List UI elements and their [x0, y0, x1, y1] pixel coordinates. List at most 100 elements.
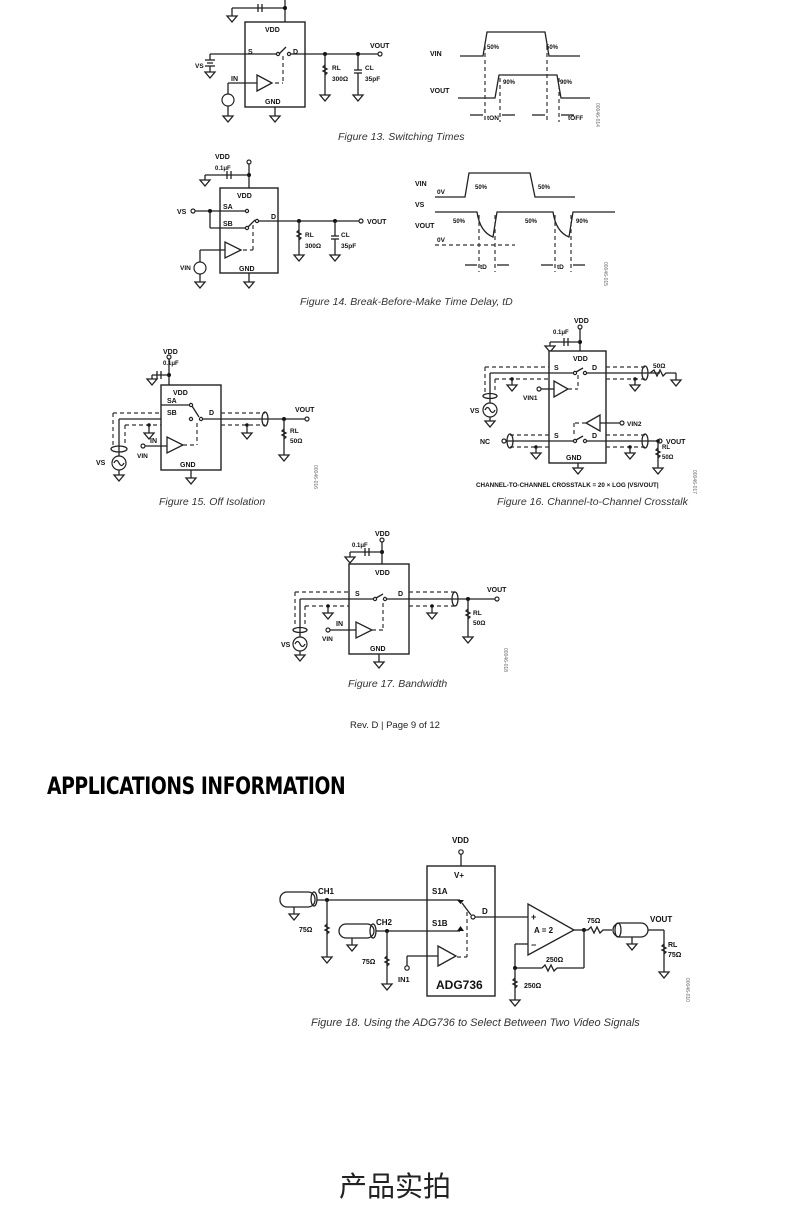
vout-label: VOUT	[650, 915, 672, 924]
rl-value: 50Ω	[290, 438, 302, 445]
pulse-source-icon	[221, 93, 235, 107]
figure-17-id: 00046-018	[502, 648, 508, 672]
d-label: D	[482, 907, 488, 916]
vout-timing-label: VOUT	[430, 88, 450, 95]
toff-label: tOFF	[568, 115, 583, 122]
p90-label: 90%	[576, 219, 589, 225]
gnd-label: GND	[239, 266, 255, 273]
figure-16-id: 00046-017	[691, 470, 697, 494]
vout-label: VOUT	[370, 43, 390, 50]
cl-label: CL	[341, 232, 350, 239]
figure-17-schematic: VDD 0.1μF VDD S D VOUT RL 50Ω VS IN VIN …	[281, 531, 507, 670]
cl-value: 35pF	[365, 76, 380, 83]
figure-14-id: 00046-015	[602, 262, 608, 286]
rl-value: 50Ω	[662, 455, 674, 461]
p50-label: 50%	[453, 219, 466, 225]
vdd-top-label: VDD	[163, 349, 178, 356]
gnd-label: GND	[265, 99, 281, 106]
cap-label: 0.1μF	[553, 330, 569, 336]
p50-label: 50%	[538, 185, 551, 191]
cap-label: 0.1μF	[352, 543, 368, 549]
p50-label: 50%	[525, 219, 538, 225]
r75-label-2: 75Ω	[362, 959, 376, 966]
figure-18-id: 00046-010	[684, 978, 690, 1002]
ch2-label: CH2	[376, 918, 393, 927]
rl-label: RL	[290, 428, 299, 435]
td-label: tD	[480, 264, 487, 271]
s-label: S	[248, 49, 253, 56]
figure-18-caption: Figure 18. Using the ADG736 to Select Be…	[311, 1017, 640, 1029]
r75-label-3: 75Ω	[587, 918, 601, 925]
bottom-product-photo-heading: 产品实拍	[338, 1170, 451, 1203]
vin-label: VIN	[322, 636, 333, 643]
figure-16-channel-crosstalk: VDD 0.1μF VDD S D 50Ω VS VIN1 VIN2 S D	[470, 318, 705, 493]
rl-value: 50Ω	[473, 620, 485, 627]
sa-label: SA	[167, 398, 177, 405]
figure-14-caption: Figure 14. Break-Before-Make Time Delay,…	[300, 296, 513, 308]
figure-15-off-isolation: VDD 0.1μF VDD SA SB D VOUT RL 50Ω VS IN	[95, 345, 335, 490]
vdd-label: VDD	[375, 570, 390, 577]
d-label: D	[293, 49, 298, 56]
coax-icon	[641, 365, 649, 381]
figure-17-caption: Figure 17. Bandwidth	[348, 678, 448, 690]
gnd-label: GND	[370, 646, 386, 653]
sb-label: SB	[223, 221, 233, 228]
vs-label: VS	[177, 209, 187, 216]
zero-v-label-2: 0V	[437, 237, 446, 244]
d-label: D	[398, 591, 403, 598]
figure-17-bandwidth: VDD 0.1μF VDD S D VOUT RL 50Ω VS IN VIN …	[280, 527, 510, 672]
in1-label: IN1	[398, 975, 410, 984]
r50-label: 50Ω	[653, 363, 665, 370]
coax-icon	[641, 433, 649, 449]
figure-13-schematic: VDD S D IN GND VOUT RL 300Ω CL 35pF VS V…	[195, 0, 590, 124]
coax-icon	[310, 891, 318, 907]
figure-13-id: 00046-014	[594, 103, 600, 127]
d-label-2: D	[592, 433, 597, 440]
r250-label-1: 250Ω	[546, 957, 564, 964]
d-label-1: D	[592, 365, 597, 372]
vout-timing-label: VOUT	[415, 223, 435, 230]
opamp-icon	[527, 902, 576, 957]
vin-timing-label: VIN	[430, 51, 442, 58]
vs-label: VS	[470, 408, 480, 415]
p50-rise: 50%	[487, 45, 500, 51]
vdd-label: VDD	[237, 193, 252, 200]
gnd-label: GND	[566, 455, 582, 462]
rl-label: RL	[662, 445, 670, 451]
vdd-label: VDD	[573, 356, 588, 363]
vs-label: VS	[281, 642, 291, 649]
vout-label: VOUT	[367, 219, 387, 226]
zero-v-label: 0V	[437, 189, 446, 196]
figure-18-schematic: VDD V+ S1A S1B ADG736 CH1 75Ω CH2 75Ω D …	[279, 836, 682, 1008]
vdd-top-label: VDD	[375, 531, 390, 538]
p50-label: 50%	[475, 185, 488, 191]
switching-timing-diagram: VIN VOUT 50% 50% 90% 90% tON tOFF	[430, 31, 590, 122]
minus-label: −	[531, 940, 536, 950]
vplus-label: V+	[454, 871, 464, 880]
s-label: S	[355, 591, 360, 598]
nc-label: NC	[480, 439, 490, 446]
d-label: D	[271, 214, 276, 221]
vin1-label: VIN1	[523, 395, 538, 402]
sb-label: SB	[167, 410, 177, 417]
bbm-timing-diagram: VIN 0V VS VOUT 0V 50% 50% 50% 50% 90% tD…	[415, 172, 615, 272]
s-label-1: S	[554, 365, 559, 372]
p90-rise: 90%	[503, 80, 516, 86]
figure-13-switching-times: VDD S D IN GND VOUT RL 300Ω CL 35pF VS V…	[190, 0, 610, 130]
vout-label: VOUT	[487, 587, 507, 594]
rl-label: RL	[305, 232, 314, 239]
ch1-label: CH1	[318, 887, 335, 896]
figure-14-break-before-make: VDD 0.1μF VDD VS SA SB D VOUT VIN GND RL…	[175, 150, 615, 295]
rl-value: 300Ω	[332, 76, 348, 83]
vout-label: VOUT	[295, 407, 315, 414]
p50-fall: 50%	[546, 45, 559, 51]
coax-icon	[614, 922, 622, 938]
figure-15-schematic: VDD 0.1μF VDD SA SB D VOUT RL 50Ω VS IN	[96, 349, 315, 486]
vs-label: VS	[96, 460, 106, 467]
d-label: D	[209, 410, 214, 417]
vs-timing-label: VS	[415, 202, 425, 209]
vin-timing-label: VIN	[415, 181, 427, 188]
figure-14-schematic: VDD 0.1μF VDD VS SA SB D VOUT VIN GND RL…	[177, 154, 615, 290]
vdd-label: VDD	[452, 836, 469, 845]
crosstalk-formula: CHANNEL-TO-CHANNEL CROSSTALK = 20 × LOG …	[476, 482, 659, 489]
